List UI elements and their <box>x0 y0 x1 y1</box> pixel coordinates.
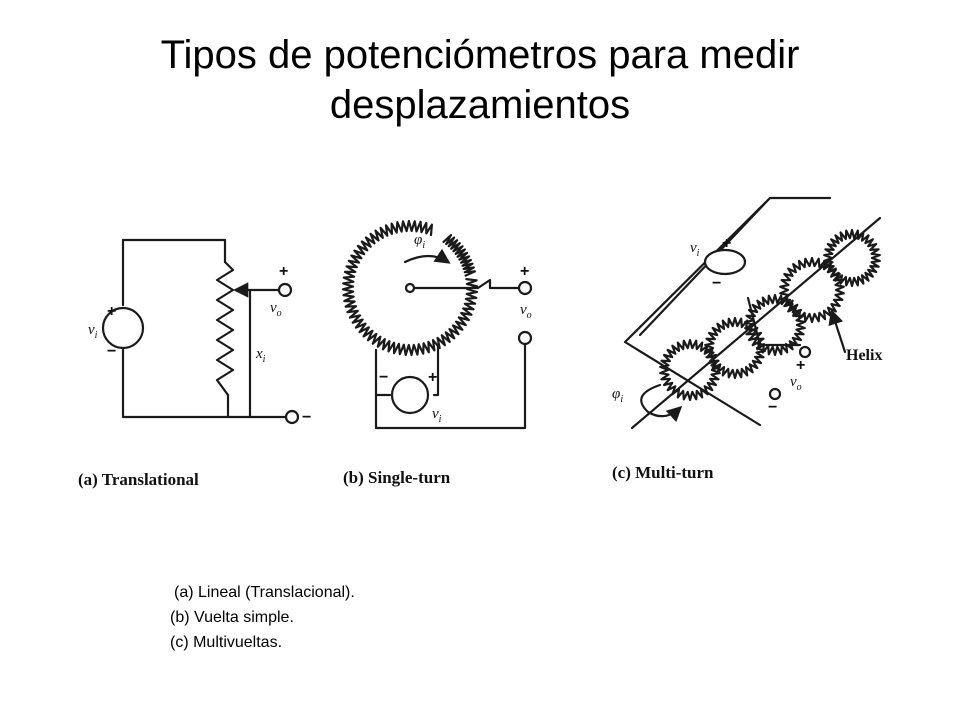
panel-c-source-plus: + <box>722 235 731 252</box>
panel-a-wiper-arrow <box>236 290 280 419</box>
panel-a-wires <box>121 238 290 419</box>
panel-c-angle-label: φi <box>612 386 623 405</box>
panel-b-source-label: vi <box>432 406 442 425</box>
caption-item-a: (a) Lineal (Translacional). <box>174 584 355 601</box>
panel-a-voltage-source <box>101 306 145 350</box>
panel-c-output-minus: − <box>768 399 777 416</box>
panel-b-single-turn: φi + vo − + vi (b) Single-turn <box>341 219 533 487</box>
panel-b-source-minus: − <box>379 369 388 386</box>
panel-a-output-plus: + <box>279 263 288 280</box>
panel-a-translational: + − vi + vo xi − (a) Translational <box>78 238 311 489</box>
panel-b-output-terminal-top <box>517 280 533 296</box>
panel-c-frame <box>623 196 832 427</box>
panel-c-source-label: vi <box>690 240 700 259</box>
panel-a-source-plus: + <box>107 303 116 320</box>
slide-title: Tipos de potenciómetros para medir despl… <box>0 30 960 130</box>
panel-c-helix-pointer <box>828 309 847 354</box>
slide-title-line-2: desplazamientos <box>329 83 631 127</box>
panel-c-multi-turn: vi + − φi + vo − Helix (c) Multi-turn <box>612 196 882 482</box>
panel-c-output-label: vo <box>790 374 802 393</box>
panel-b-center-pivot <box>404 282 416 294</box>
panel-c-shaft <box>630 216 882 430</box>
panel-b-source-plus: + <box>428 369 437 386</box>
panel-c-caption: (c) Multi-turn <box>612 463 714 482</box>
panel-b-resistive-ring <box>341 219 479 357</box>
panel-b-output-label: vo <box>520 302 532 321</box>
panel-c-output-terminal-bottom <box>768 387 782 401</box>
caption-item-c: (c) Multivueltas. <box>170 634 283 651</box>
panel-a-position-label: xi <box>255 346 266 365</box>
panel-a-resistor <box>215 260 235 397</box>
panel-a-output-terminal-bottom <box>284 409 300 425</box>
panel-c-rotation-arrow <box>640 383 683 423</box>
panel-a-source-label: vi <box>88 322 98 341</box>
panel-b-output-terminal-bottom <box>517 330 533 346</box>
panel-c-helix-label: Helix <box>846 347 882 364</box>
panel-b-angle-label: φi <box>414 232 425 251</box>
panel-b-caption: (b) Single-turn <box>343 468 451 487</box>
slide-title-line-1: Tipos de potenciómetros para medir <box>160 33 800 77</box>
panel-c-output-plus: + <box>796 357 805 374</box>
caption-list: (a) Lineal (Translacional). (b) Vuelta s… <box>170 580 355 655</box>
panel-a-source-minus: − <box>107 343 116 360</box>
helix-coil <box>659 338 721 402</box>
panel-a-output-terminal-top <box>277 282 293 298</box>
caption-item-b: (b) Vuelta simple. <box>170 609 294 626</box>
panel-c-voltage-source <box>703 248 747 276</box>
helix-coil <box>779 256 845 324</box>
panel-c-wiper <box>746 296 802 347</box>
panel-c-source-minus: − <box>712 275 721 292</box>
panel-b-output-plus: + <box>520 263 529 280</box>
panel-a-output-label: vo <box>270 300 282 319</box>
panel-c-output-terminal-top <box>798 345 812 359</box>
panel-a-caption: (a) Translational <box>78 470 199 489</box>
panel-b-voltage-source <box>390 375 430 415</box>
panel-b-rotation-arrow <box>403 248 451 264</box>
panel-b-wires <box>374 278 527 430</box>
panel-a-output-minus: − <box>302 409 311 426</box>
